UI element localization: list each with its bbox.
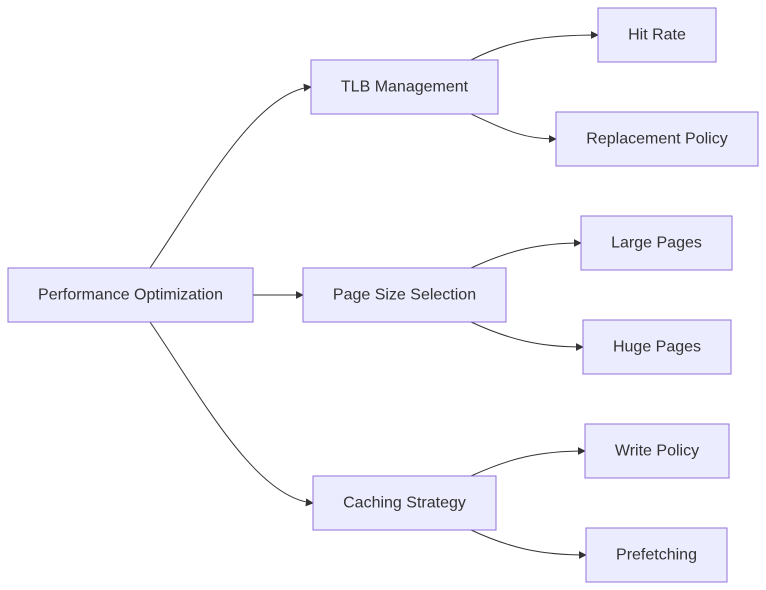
node-label: Hit Rate [628, 27, 686, 44]
edges [149, 31, 599, 559]
node-replacement-policy[interactable]: Replacement Policy [555, 111, 759, 167]
node-label: Replacement Policy [586, 131, 727, 148]
edge-caching-prefetching [470, 529, 587, 559]
node-large-pages[interactable]: Large Pages [580, 215, 733, 271]
node-label: TLB Management [341, 79, 469, 96]
node-label: Large Pages [611, 235, 702, 252]
node-label: Prefetching [616, 547, 697, 564]
node-prefetching[interactable]: Prefetching [585, 527, 728, 583]
edge-page-size-large-pages [470, 239, 582, 269]
node-label: Caching Strategy [343, 495, 466, 512]
node-performance-optimization[interactable]: Performance Optimization [7, 267, 254, 323]
edge-page-size-huge-pages [470, 321, 584, 351]
node-write-policy[interactable]: Write Policy [584, 423, 730, 479]
node-tlb-management[interactable]: TLB Management [310, 59, 499, 115]
node-label: Huge Pages [613, 339, 701, 356]
edge-tlb-replacement [470, 113, 557, 143]
node-page-size-selection[interactable]: Page Size Selection [302, 267, 507, 323]
node-label: Write Policy [615, 443, 699, 460]
node-caching-strategy[interactable]: Caching Strategy [312, 475, 497, 531]
node-huge-pages[interactable]: Huge Pages [582, 319, 732, 375]
edge-tlb-hit-rate [470, 31, 599, 61]
node-hit-rate[interactable]: Hit Rate [597, 7, 717, 63]
edge-root-tlb [149, 83, 312, 269]
node-label: Page Size Selection [333, 287, 476, 304]
edge-root-caching [149, 321, 314, 507]
edge-caching-write-policy [470, 447, 586, 477]
node-label: Performance Optimization [38, 287, 223, 304]
